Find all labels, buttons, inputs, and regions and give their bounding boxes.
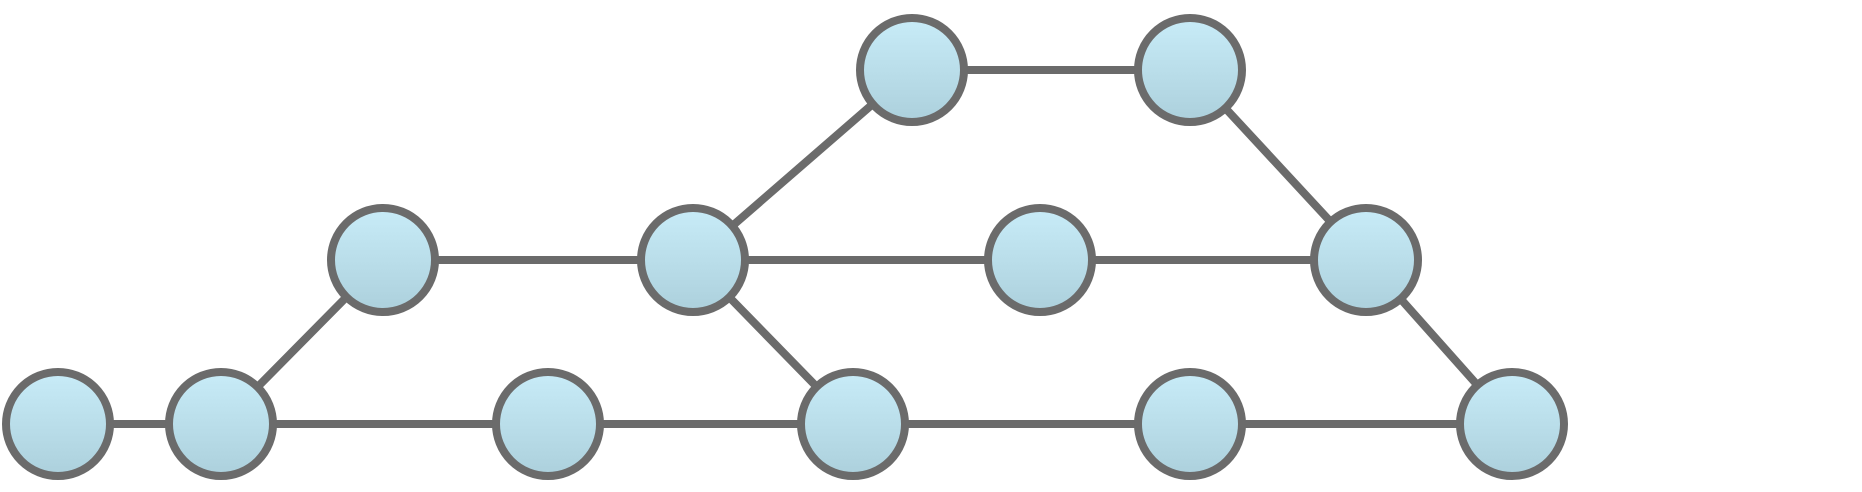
nodes-layer [2,14,1568,480]
edges-layer [54,66,1516,428]
graph-node [637,204,749,316]
graph-node [1134,14,1246,126]
graph-node [797,368,909,480]
graph-node [856,14,968,126]
graph-node [2,368,114,480]
graph-node [327,204,439,316]
graph-node [492,368,604,480]
graph-node [165,368,277,480]
graph-node [1134,368,1246,480]
graph-node [984,204,1096,316]
graph-node [1310,204,1422,316]
graph-node [1456,368,1568,480]
